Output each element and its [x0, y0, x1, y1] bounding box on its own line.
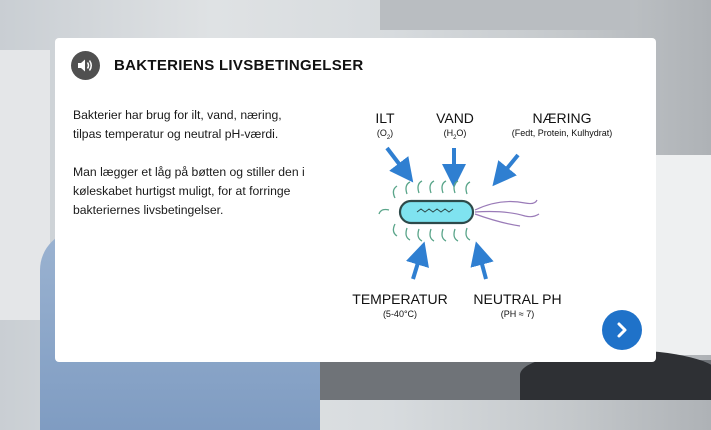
label-ilt-formula: (O2)	[376, 128, 394, 141]
label-neutral-ph-detail: (PH ≈ 7)	[500, 309, 535, 319]
bacterium-body	[398, 199, 475, 225]
arrow-ilt	[385, 146, 414, 183]
bacteria-diagram: ILT (O2) VAND (H2O) NÆRING (Fedt, Protei…	[55, 38, 656, 362]
label-naering-detail: (Fedt, Protein, Kulhydrat)	[511, 128, 613, 138]
bacterium-flagella	[474, 199, 540, 227]
chevron-right-icon	[617, 322, 627, 338]
body-paragraph-1: Bakterier har brug for ilt, vand, næring…	[73, 108, 282, 141]
page-title: BAKTERIENS LIVSBETINGELSER	[114, 57, 364, 74]
lesson-body: Bakterier har brug for ilt, vand, næring…	[73, 106, 308, 239]
label-temperatur-detail: (5-40°C)	[382, 309, 418, 319]
arrow-naering	[492, 153, 520, 187]
arrow-neutral-ph	[470, 241, 494, 280]
label-naering: NÆRING (Fedt, Protein, Kulhydrat)	[497, 110, 627, 138]
speaker-icon	[78, 59, 92, 72]
label-naering-title: NÆRING	[532, 110, 592, 126]
label-neutral-ph: NEUTRAL PH (PH ≈ 7)	[470, 291, 565, 319]
background-shelf	[380, 0, 630, 30]
arrow-temperatur	[406, 241, 429, 280]
body-paragraph-2: Man lægger et låg på bøtten og stiller d…	[73, 165, 305, 217]
bacteria-illustration	[378, 146, 540, 280]
label-ilt: ILT (O2)	[360, 110, 410, 141]
label-neutral-ph-title: NEUTRAL PH	[473, 291, 562, 307]
label-vand-title: VAND	[436, 110, 474, 126]
lesson-card: BAKTERIENS LIVSBETINGELSER Bakterier har…	[55, 38, 656, 362]
background-fridge	[655, 155, 711, 355]
label-ilt-title: ILT	[375, 110, 395, 126]
label-vand-formula: (H2O)	[443, 128, 467, 141]
label-vand: VAND (H2O)	[430, 110, 480, 141]
label-temperatur-title: TEMPERATUR	[352, 291, 448, 307]
label-temperatur: TEMPERATUR (5-40°C)	[350, 291, 450, 319]
next-button[interactable]	[602, 310, 642, 350]
audio-button[interactable]	[71, 51, 100, 80]
bacterium-cilia	[378, 180, 471, 242]
